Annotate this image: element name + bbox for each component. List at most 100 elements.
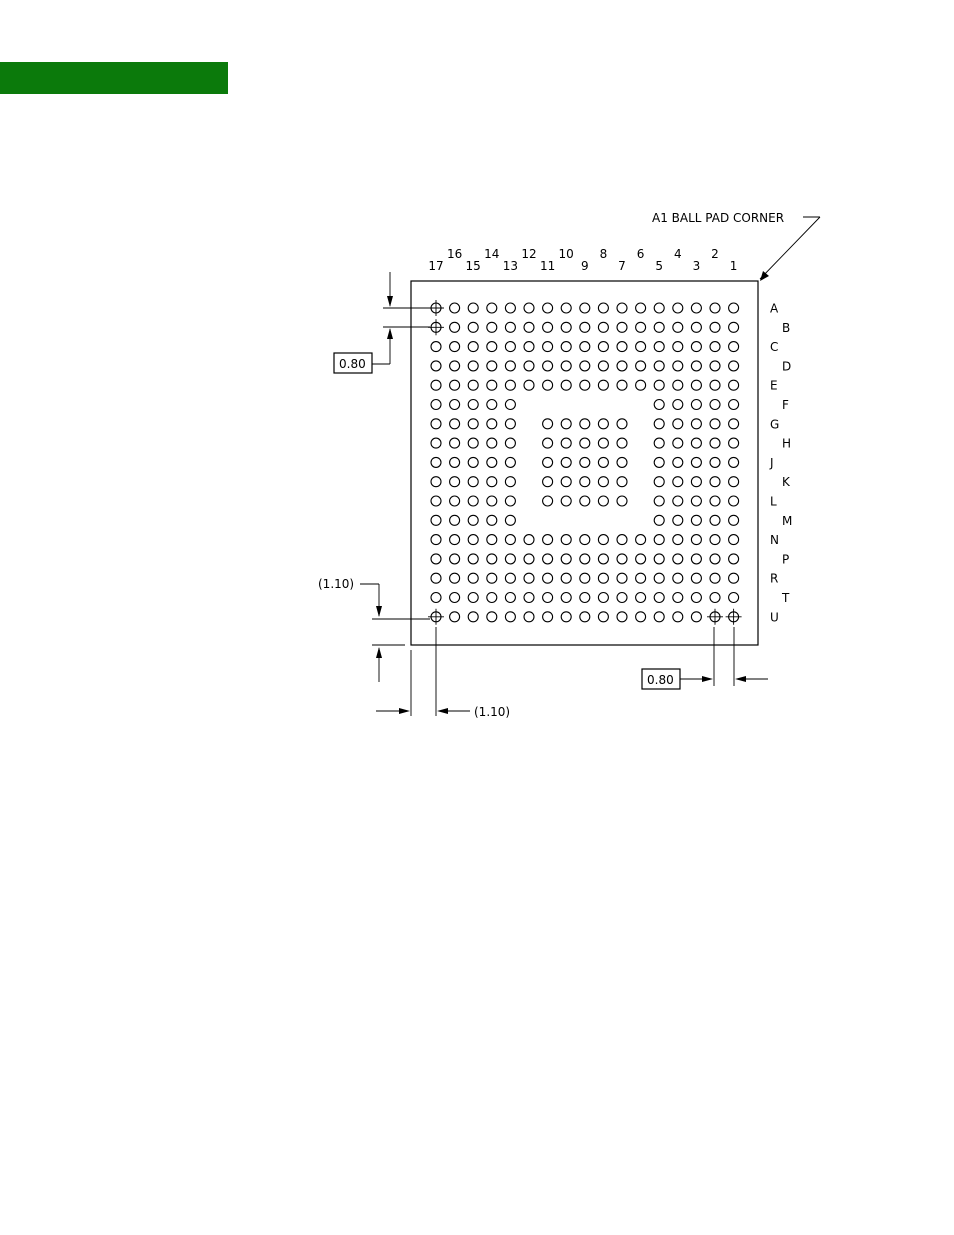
solder-ball [691, 535, 701, 545]
solder-ball [505, 438, 515, 448]
solder-ball [598, 496, 608, 506]
solder-ball [580, 361, 590, 371]
solder-ball [617, 612, 627, 622]
solder-ball [617, 419, 627, 429]
solder-ball [487, 342, 497, 352]
solder-ball [729, 322, 739, 332]
solder-ball [691, 477, 701, 487]
solder-ball [580, 593, 590, 603]
solder-ball [468, 303, 478, 313]
row-labels: ABCDEFGHJKLMNPRTU [769, 302, 792, 625]
solder-ball [729, 593, 739, 603]
solder-ball [505, 496, 515, 506]
reference-crosshair [707, 609, 723, 625]
solder-ball [654, 477, 664, 487]
solder-ball [505, 380, 515, 390]
vertical-edge-value: (1.10) [318, 577, 354, 591]
solder-ball [636, 361, 646, 371]
solder-ball [729, 361, 739, 371]
solder-ball [524, 303, 534, 313]
solder-ball [617, 342, 627, 352]
column-label: 8 [600, 247, 608, 261]
solder-ball [691, 419, 701, 429]
solder-ball [673, 515, 683, 525]
solder-ball [617, 477, 627, 487]
solder-ball [543, 438, 553, 448]
solder-ball [431, 496, 441, 506]
solder-ball [450, 593, 460, 603]
solder-ball [598, 593, 608, 603]
solder-ball [468, 361, 478, 371]
reference-crosshair [726, 609, 742, 625]
column-label: 7 [618, 259, 626, 273]
row-label: R [770, 572, 778, 586]
solder-ball [691, 380, 701, 390]
solder-ball [673, 612, 683, 622]
solder-ball [617, 380, 627, 390]
solder-ball [729, 457, 739, 467]
solder-ball [691, 342, 701, 352]
row-label: U [770, 610, 779, 624]
solder-ball [487, 380, 497, 390]
row-label: F [782, 398, 789, 412]
solder-ball [487, 322, 497, 332]
row-label: K [782, 475, 791, 489]
solder-ball [450, 438, 460, 448]
solder-ball [505, 573, 515, 583]
solder-ball [729, 496, 739, 506]
vertical-pitch-dimension: 0.80 [334, 272, 430, 373]
solder-ball [431, 380, 441, 390]
solder-ball [710, 380, 720, 390]
solder-ball [543, 361, 553, 371]
solder-ball [431, 477, 441, 487]
solder-ball [673, 322, 683, 332]
solder-ball [524, 342, 534, 352]
solder-ball [617, 593, 627, 603]
solder-ball [598, 322, 608, 332]
solder-ball [598, 419, 608, 429]
solder-ball [561, 496, 571, 506]
solder-ball [468, 554, 478, 564]
solder-ball [505, 477, 515, 487]
solder-ball [617, 361, 627, 371]
solder-ball [450, 496, 460, 506]
row-label: D [782, 359, 791, 373]
horizontal-pitch-dimension: 0.80 [642, 627, 768, 689]
solder-ball [487, 593, 497, 603]
solder-ball [691, 322, 701, 332]
column-label: 9 [581, 259, 589, 273]
solder-ball [468, 438, 478, 448]
solder-ball [468, 322, 478, 332]
solder-ball [580, 438, 590, 448]
solder-ball [524, 573, 534, 583]
solder-ball [487, 419, 497, 429]
solder-ball [636, 380, 646, 390]
solder-ball [487, 535, 497, 545]
solder-ball [636, 554, 646, 564]
solder-ball [617, 573, 627, 583]
solder-ball [431, 419, 441, 429]
solder-ball [505, 419, 515, 429]
column-label: 6 [637, 247, 645, 261]
solder-ball [617, 303, 627, 313]
solder-ball [598, 612, 608, 622]
solder-ball [654, 400, 664, 410]
solder-ball [580, 554, 590, 564]
solder-ball [524, 593, 534, 603]
solder-ball [691, 573, 701, 583]
solder-ball [691, 515, 701, 525]
solder-ball [524, 322, 534, 332]
solder-ball [524, 535, 534, 545]
column-label: 2 [711, 247, 719, 261]
solder-ball [524, 554, 534, 564]
solder-ball [487, 496, 497, 506]
solder-ball [580, 380, 590, 390]
solder-ball [468, 419, 478, 429]
solder-ball [431, 535, 441, 545]
solder-ball [691, 554, 701, 564]
solder-ball [673, 361, 683, 371]
column-label: 16 [447, 247, 462, 261]
solder-ball [468, 496, 478, 506]
solder-ball [710, 457, 720, 467]
